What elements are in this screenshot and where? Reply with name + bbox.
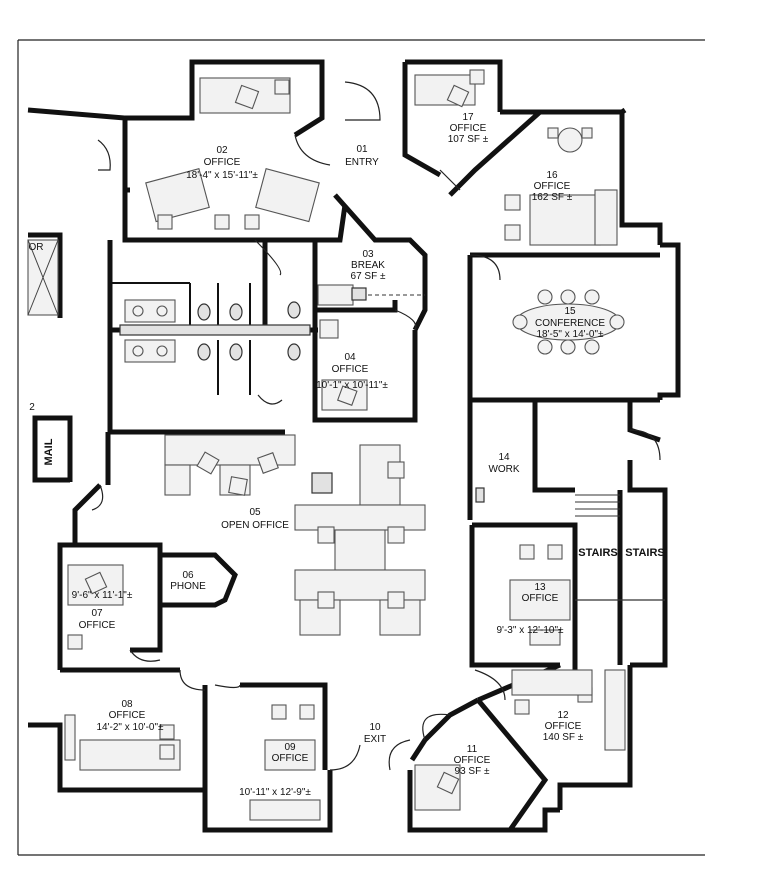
stairs-label-left: STAIRS: [578, 547, 618, 559]
mail-label: MAIL: [43, 438, 55, 465]
room-11-number: 11: [467, 744, 478, 755]
room-12-name: OFFICE: [545, 721, 582, 732]
room-03-number: 03: [362, 249, 374, 260]
room-12-number: 12: [557, 710, 569, 721]
room-06-name: PHONE: [170, 581, 206, 592]
room-02-dims: 18'-4" x 15'-11"±: [186, 170, 258, 181]
room-16-name: OFFICE: [534, 181, 571, 192]
room-15-dims: 18'-5" x 14'-0"±: [537, 329, 605, 340]
room-01-name: ENTRY: [345, 157, 379, 168]
room-17-number: 17: [462, 112, 474, 123]
room-14-number: 14: [498, 452, 510, 463]
doors: [91, 81, 661, 771]
restroom-fixtures: [119, 299, 311, 363]
room-08-number: 08: [121, 699, 133, 710]
stairs-treads: [575, 494, 665, 601]
room-16-area: 162 SF ±: [532, 192, 573, 203]
room-06-number: 06: [182, 570, 194, 581]
room-12-area: 140 SF ±: [543, 732, 584, 743]
room-labels: 01 ENTRY 02 OFFICE 18'-4" x 15'-11"± 03 …: [29, 112, 665, 798]
room-08-dims: 14'-2" x 10'-0"±: [97, 722, 165, 733]
room-10-number: 10: [369, 722, 381, 733]
room-04-number: 04: [344, 352, 356, 363]
room-07-name: OFFICE: [79, 620, 116, 631]
room-05-name: OPEN OFFICE: [221, 520, 289, 531]
edge-label-top: OR: [29, 242, 44, 253]
room-13-dims: 9'-3" x 12'-10"±: [497, 625, 565, 636]
room-11-name: OFFICE: [454, 755, 491, 766]
room-13-name: OFFICE: [522, 593, 559, 604]
stairs-label-right: STAIRS: [625, 547, 665, 559]
room-02-name: OFFICE: [204, 157, 241, 168]
room-09-name: OFFICE: [272, 753, 309, 764]
room-08-name: OFFICE: [109, 710, 146, 721]
room-03-area: 67 SF ±: [351, 271, 386, 282]
room-01-number: 01: [356, 144, 368, 155]
room-15-name: CONFERENCE: [535, 318, 605, 329]
room-04-name: OFFICE: [332, 364, 369, 375]
room-13-number: 13: [534, 582, 546, 593]
room-09-number: 09: [284, 742, 296, 753]
room-02-number: 02: [216, 145, 228, 156]
room-14-name: WORK: [488, 464, 519, 475]
furniture: [27, 69, 665, 821]
room-07-dims: 9'-6" x 11'-1"±: [72, 590, 133, 601]
room-10-name: EXIT: [364, 734, 386, 745]
room-04-dims: 10'-1" x 10'-11"±: [316, 380, 388, 391]
room-17-area: 107 SF ±: [448, 134, 489, 145]
room-07-number: 07: [91, 608, 103, 619]
room-17-name: OFFICE: [450, 123, 487, 134]
room-16-number: 16: [546, 170, 558, 181]
room-15-number: 15: [564, 306, 576, 317]
room-03-name: BREAK: [351, 260, 385, 271]
room-09-dims: 10'-11" x 12'-9"±: [239, 787, 311, 798]
room-05-number: 05: [249, 507, 261, 518]
edge-label-mid: 2: [29, 402, 35, 413]
room-11-area: 93 SF ±: [455, 766, 490, 777]
